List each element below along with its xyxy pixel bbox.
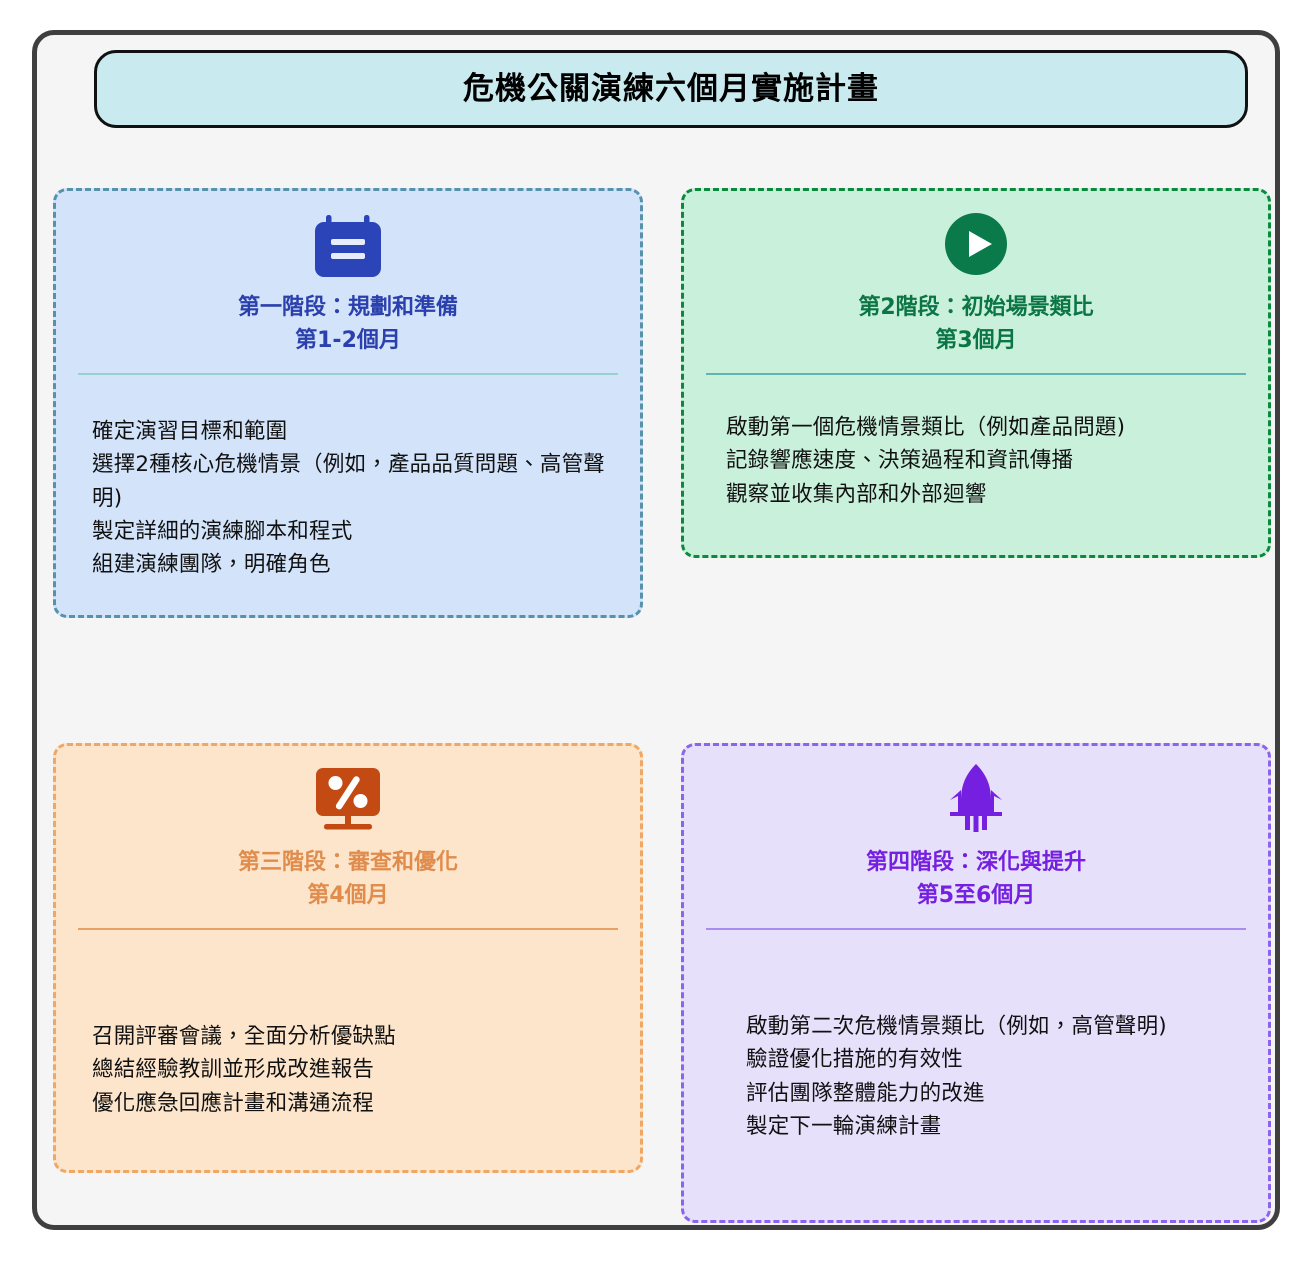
- list-item: 製定詳細的演練腳本和程式: [92, 518, 353, 544]
- phase-1-heading-group: 第一階段：規劃和準備 第1-2個月: [56, 277, 640, 357]
- phase-3-heading-group: 第三階段：審查和優化 第4個月: [56, 832, 640, 912]
- list-item: 總結經驗教訓並形成改進報告: [92, 1057, 375, 1083]
- rocket-icon: [950, 764, 1002, 832]
- phase-4-heading-group: 第四階段：深化與提升 第5至6個月: [684, 832, 1268, 912]
- monitor-percent-icon: [316, 768, 380, 830]
- phase-2-body: 啟動第一個危機情景類比（例如產品問題) 記錄響應速度、決策過程和資訊傳播 觀察並…: [684, 375, 1268, 511]
- phase-1-body: 確定演習目標和範圍 選擇2種核心危機情景（例如，產品品質問題、高管聲明) 製定詳…: [56, 375, 640, 582]
- phase-2-subheading: 第3個月: [935, 328, 1017, 353]
- list-item: 記錄響應速度、決策過程和資訊傳播: [726, 448, 1074, 474]
- page-title: 危機公關演練六個月實施計畫: [463, 70, 879, 107]
- list-item: 觀察並收集內部和外部迴響: [726, 481, 987, 507]
- list-item: 製定下一輪演練計畫: [746, 1113, 942, 1139]
- list-item: 召開評審會議，全面分析優缺點: [92, 1024, 396, 1049]
- phase-4-subheading: 第5至6個月: [916, 883, 1036, 908]
- phase-4-body: 啟動第二次危機情景類比（例如，高管聲明) 驗證優化措施的有效性 評估團隊整體能力…: [684, 930, 1268, 1143]
- play-circle-icon: [945, 213, 1007, 275]
- phase-1-heading: 第一階段：規劃和準備: [237, 295, 458, 320]
- phase-card-4: 第四階段：深化與提升 第5至6個月 啟動第二次危機情景類比（例如，高管聲明) 驗…: [681, 743, 1271, 1223]
- phase-2-icon-wrap: [684, 191, 1268, 277]
- phase-3-heading: 第三階段：審查和優化: [237, 850, 458, 875]
- phase-2-heading: 第2階段：初始場景類比: [858, 295, 1094, 320]
- phase-3-subheading: 第4個月: [307, 883, 389, 908]
- phase-card-1: 第一階段：規劃和準備 第1-2個月 確定演習目標和範圍 選擇2種核心危機情景（例…: [53, 188, 643, 618]
- phase-card-2: 第2階段：初始場景類比 第3個月 啟動第一個危機情景類比（例如產品問題) 記錄響…: [681, 188, 1271, 558]
- page-title-banner: 危機公關演練六個月實施計畫: [94, 50, 1248, 128]
- plan-board: 危機公關演練六個月實施計畫 第一階段：規劃和準備 第1-2個月 確定演習目標和範…: [32, 30, 1280, 1230]
- phase-4-separator: [706, 928, 1246, 930]
- phase-card-3: 第三階段：審查和優化 第4個月 召開評審會議，全面分析優缺點 總結經驗教訓並形成…: [53, 743, 643, 1173]
- phase-4-icon-wrap: [684, 746, 1268, 832]
- list-item: 啟動第二次危機情景類比（例如，高管聲明): [746, 1014, 1167, 1039]
- list-item: 選擇2種核心危機情景（例如，產品品質問題、高管聲明): [92, 452, 605, 511]
- phase-1-subheading: 第1-2個月: [295, 328, 401, 353]
- phase-1-separator: [78, 373, 618, 375]
- calendar-icon: [315, 215, 381, 277]
- list-item: 驗證優化措施的有效性: [746, 1047, 964, 1073]
- phase-3-icon-wrap: [56, 746, 640, 832]
- list-item: 啟動第一個危機情景類比（例如產品問題): [726, 415, 1126, 440]
- list-item: 優化應急回應計畫和溝通流程: [92, 1090, 375, 1116]
- phase-3-body: 召開評審會議，全面分析優缺點 總結經驗教訓並形成改進報告 優化應急回應計畫和溝通…: [56, 930, 640, 1120]
- phase-4-heading: 第四階段：深化與提升: [865, 850, 1086, 875]
- phase-2-separator: [706, 373, 1246, 375]
- phase-2-heading-group: 第2階段：初始場景類比 第3個月: [684, 277, 1268, 357]
- list-item: 確定演習目標和範圍: [92, 419, 288, 444]
- list-item: 評估團隊整體能力的改進: [746, 1080, 985, 1106]
- list-item: 組建演練團隊，明確角色: [92, 552, 331, 578]
- phase-1-icon-wrap: [56, 191, 640, 277]
- phase-3-separator: [78, 928, 618, 930]
